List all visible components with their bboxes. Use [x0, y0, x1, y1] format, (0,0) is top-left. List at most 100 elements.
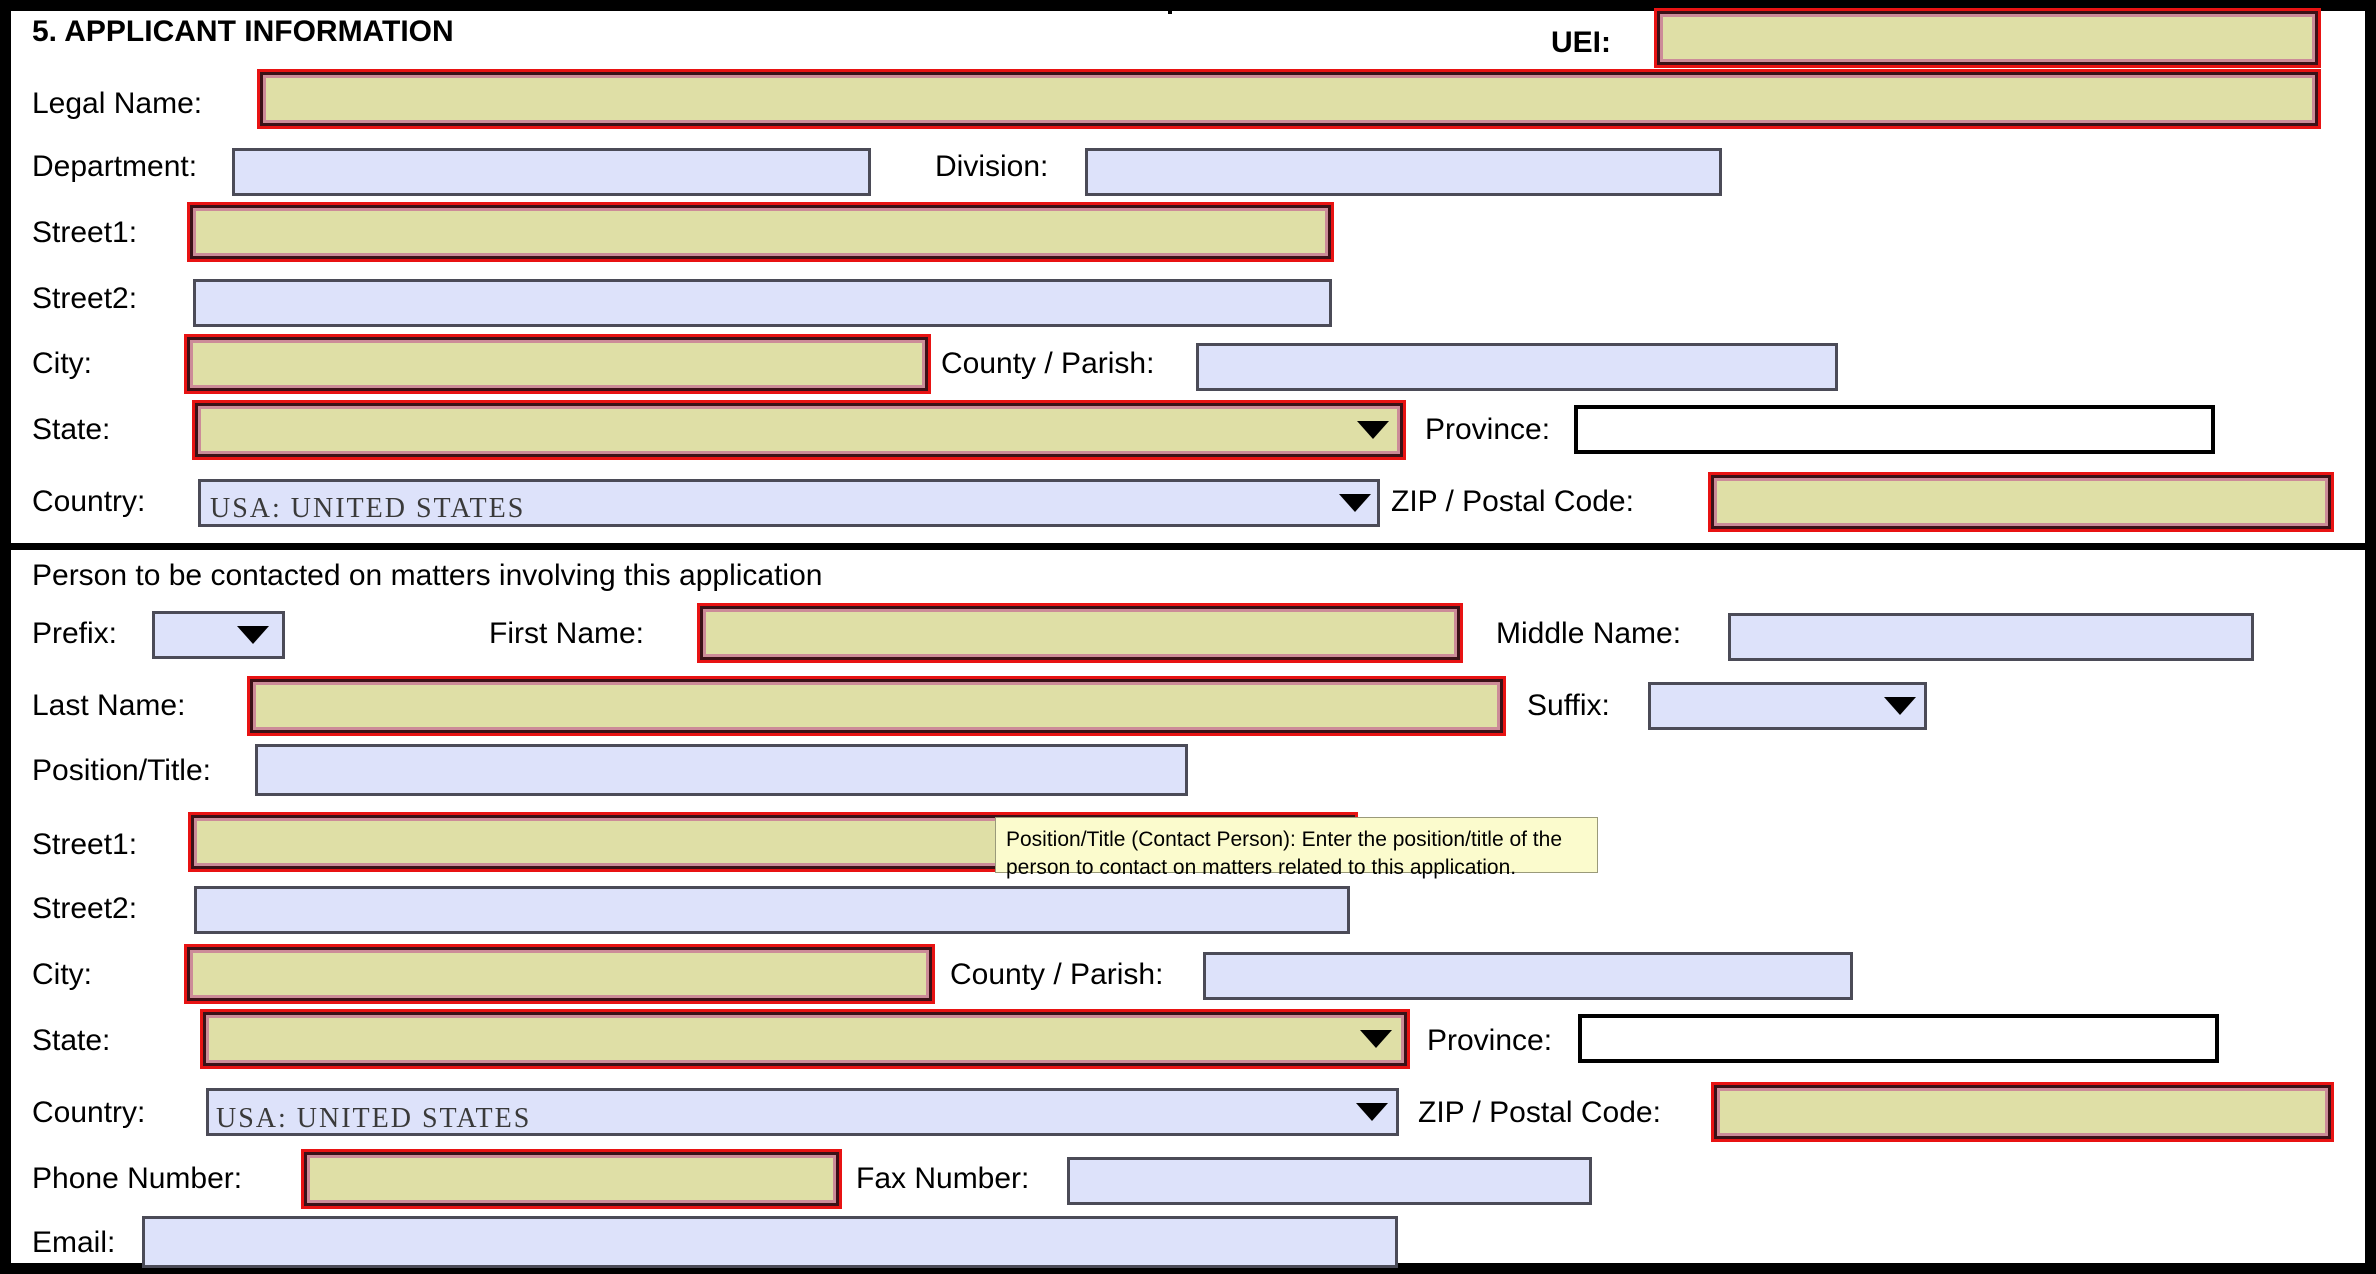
contact-street2-input[interactable]	[194, 886, 1350, 934]
contact-position-title-input[interactable]	[255, 744, 1188, 796]
contact-county-label-row: County / Parish:	[950, 960, 1163, 990]
contact-state-label: State:	[32, 1024, 111, 1057]
applicant-country-label: Country:	[32, 485, 146, 518]
applicant-state-chevron-down-icon[interactable]	[1357, 421, 1389, 439]
contact-city-label-row: City:	[32, 960, 92, 990]
contact-section-heading-row: Person to be contacted on matters involv…	[32, 561, 822, 591]
contact-zip-label-row: ZIP / Postal Code:	[1418, 1098, 1661, 1128]
contact-first-name-input[interactable]	[700, 606, 1460, 660]
department-label: Department:	[32, 150, 198, 183]
contact-state-chevron-down-icon[interactable]	[1360, 1030, 1392, 1048]
applicant-country-label-row: Country:	[32, 487, 145, 517]
tooltip-text: Position/Title (Contact Person): Enter t…	[1006, 828, 1562, 879]
applicant-country-value: USA: UNITED STATES	[210, 493, 526, 524]
contact-suffix-chevron-down-icon[interactable]	[1884, 697, 1916, 715]
contact-fax-input[interactable]	[1067, 1157, 1592, 1205]
frame-top-tick	[1168, 0, 1172, 14]
contact-prefix-label-row: Prefix:	[32, 619, 117, 649]
contact-country-chevron-down-icon[interactable]	[1356, 1103, 1388, 1121]
contact-zip-label: ZIP / Postal Code:	[1418, 1096, 1661, 1129]
contact-county-label: County / Parish:	[950, 958, 1164, 991]
applicant-zip-label: ZIP / Postal Code:	[1391, 485, 1634, 518]
contact-zip-input[interactable]	[1714, 1085, 2331, 1139]
applicant-zip-input[interactable]	[1711, 475, 2331, 529]
frame-bottom-border	[0, 1263, 2376, 1274]
uei-input[interactable]	[1657, 11, 2318, 65]
applicant-street2-input[interactable]	[193, 279, 1332, 327]
contact-city-input[interactable]	[187, 947, 932, 1001]
contact-suffix-label: Suffix:	[1527, 689, 1610, 722]
contact-state-label-row: State:	[32, 1026, 110, 1056]
applicant-street2-label-row: Street2:	[32, 284, 137, 314]
applicant-street1-label: Street1:	[32, 216, 138, 249]
contact-street1-label-row: Street1:	[32, 830, 137, 860]
contact-street1-label: Street1:	[32, 828, 138, 861]
contact-prefix-label: Prefix:	[32, 617, 118, 650]
applicant-street2-label: Street2:	[32, 282, 138, 315]
division-label: Division:	[935, 150, 1049, 183]
contact-last-name-input[interactable]	[250, 679, 1503, 733]
contact-position-title-label: Position/Title:	[32, 754, 211, 787]
contact-state-select[interactable]	[203, 1012, 1407, 1066]
contact-email-label: Email:	[32, 1226, 116, 1259]
contact-county-input[interactable]	[1203, 952, 1853, 1000]
uei-label-row: UEI:	[1551, 28, 1611, 58]
contact-phone-label-row: Phone Number:	[32, 1164, 242, 1194]
contact-province-label: Province:	[1427, 1024, 1553, 1057]
contact-phone-input[interactable]	[304, 1152, 839, 1206]
applicant-state-select[interactable]	[195, 403, 1403, 457]
contact-street2-label-row: Street2:	[32, 894, 137, 924]
contact-first-name-label-row: First Name:	[489, 619, 644, 649]
legal-name-label-row: Legal Name:	[32, 89, 202, 119]
frame-left-border	[0, 0, 11, 1274]
contact-last-name-label: Last Name:	[32, 689, 186, 722]
contact-fax-label: Fax Number:	[856, 1162, 1030, 1195]
contact-email-input[interactable]	[142, 1216, 1398, 1268]
contact-section-heading: Person to be contacted on matters involv…	[32, 559, 823, 592]
legal-name-label: Legal Name:	[32, 87, 203, 120]
contact-country-select[interactable]	[206, 1088, 1399, 1136]
contact-prefix-chevron-down-icon[interactable]	[237, 626, 269, 644]
contact-country-label-row: Country:	[32, 1098, 145, 1128]
department-label-row: Department:	[32, 152, 197, 182]
applicant-country-select[interactable]	[198, 479, 1380, 527]
contact-suffix-label-row: Suffix:	[1527, 691, 1610, 721]
section-title-row: 5. APPLICANT INFORMATION	[32, 17, 454, 47]
page-title: 5. APPLICANT INFORMATION	[32, 15, 454, 48]
applicant-state-label-row: State:	[32, 415, 110, 445]
contact-fax-label-row: Fax Number:	[856, 1164, 1029, 1194]
applicant-province-label: Province:	[1425, 413, 1551, 446]
applicant-county-input[interactable]	[1196, 343, 1838, 391]
applicant-province-input[interactable]	[1574, 405, 2215, 454]
contact-street2-label: Street2:	[32, 892, 138, 925]
contact-first-name-label: First Name:	[489, 617, 645, 650]
contact-province-label-row: Province:	[1427, 1026, 1552, 1056]
applicant-province-label-row: Province:	[1425, 415, 1550, 445]
division-input[interactable]	[1085, 148, 1722, 196]
contact-province-input[interactable]	[1578, 1014, 2219, 1063]
position-title-tooltip: Position/Title (Contact Person): Enter t…	[995, 817, 1598, 879]
division-label-row: Division:	[935, 152, 1048, 182]
contact-phone-label: Phone Number:	[32, 1162, 243, 1195]
contact-country-label: Country:	[32, 1096, 146, 1129]
contact-email-label-row: Email:	[32, 1228, 115, 1258]
contact-suffix-select[interactable]	[1648, 682, 1927, 730]
contact-last-name-label-row: Last Name:	[32, 691, 185, 721]
contact-position-title-label-row: Position/Title:	[32, 756, 211, 786]
contact-middle-name-label: Middle Name:	[1496, 617, 1682, 650]
applicant-country-chevron-down-icon[interactable]	[1339, 494, 1371, 512]
applicant-county-label: County / Parish:	[941, 347, 1155, 380]
uei-label: UEI:	[1551, 26, 1611, 59]
contact-prefix-select[interactable]	[152, 611, 285, 659]
department-input[interactable]	[232, 148, 871, 196]
contact-middle-name-label-row: Middle Name:	[1496, 619, 1681, 649]
contact-middle-name-input[interactable]	[1728, 613, 2254, 661]
contact-city-label: City:	[32, 958, 92, 991]
applicant-county-label-row: County / Parish:	[941, 349, 1154, 379]
frame-top-border	[0, 0, 2376, 11]
applicant-zip-label-row: ZIP / Postal Code:	[1391, 487, 1634, 517]
applicant-street1-label-row: Street1:	[32, 218, 137, 248]
legal-name-input[interactable]	[260, 72, 2318, 126]
applicant-city-input[interactable]	[187, 337, 928, 391]
applicant-street1-input[interactable]	[190, 205, 1331, 259]
